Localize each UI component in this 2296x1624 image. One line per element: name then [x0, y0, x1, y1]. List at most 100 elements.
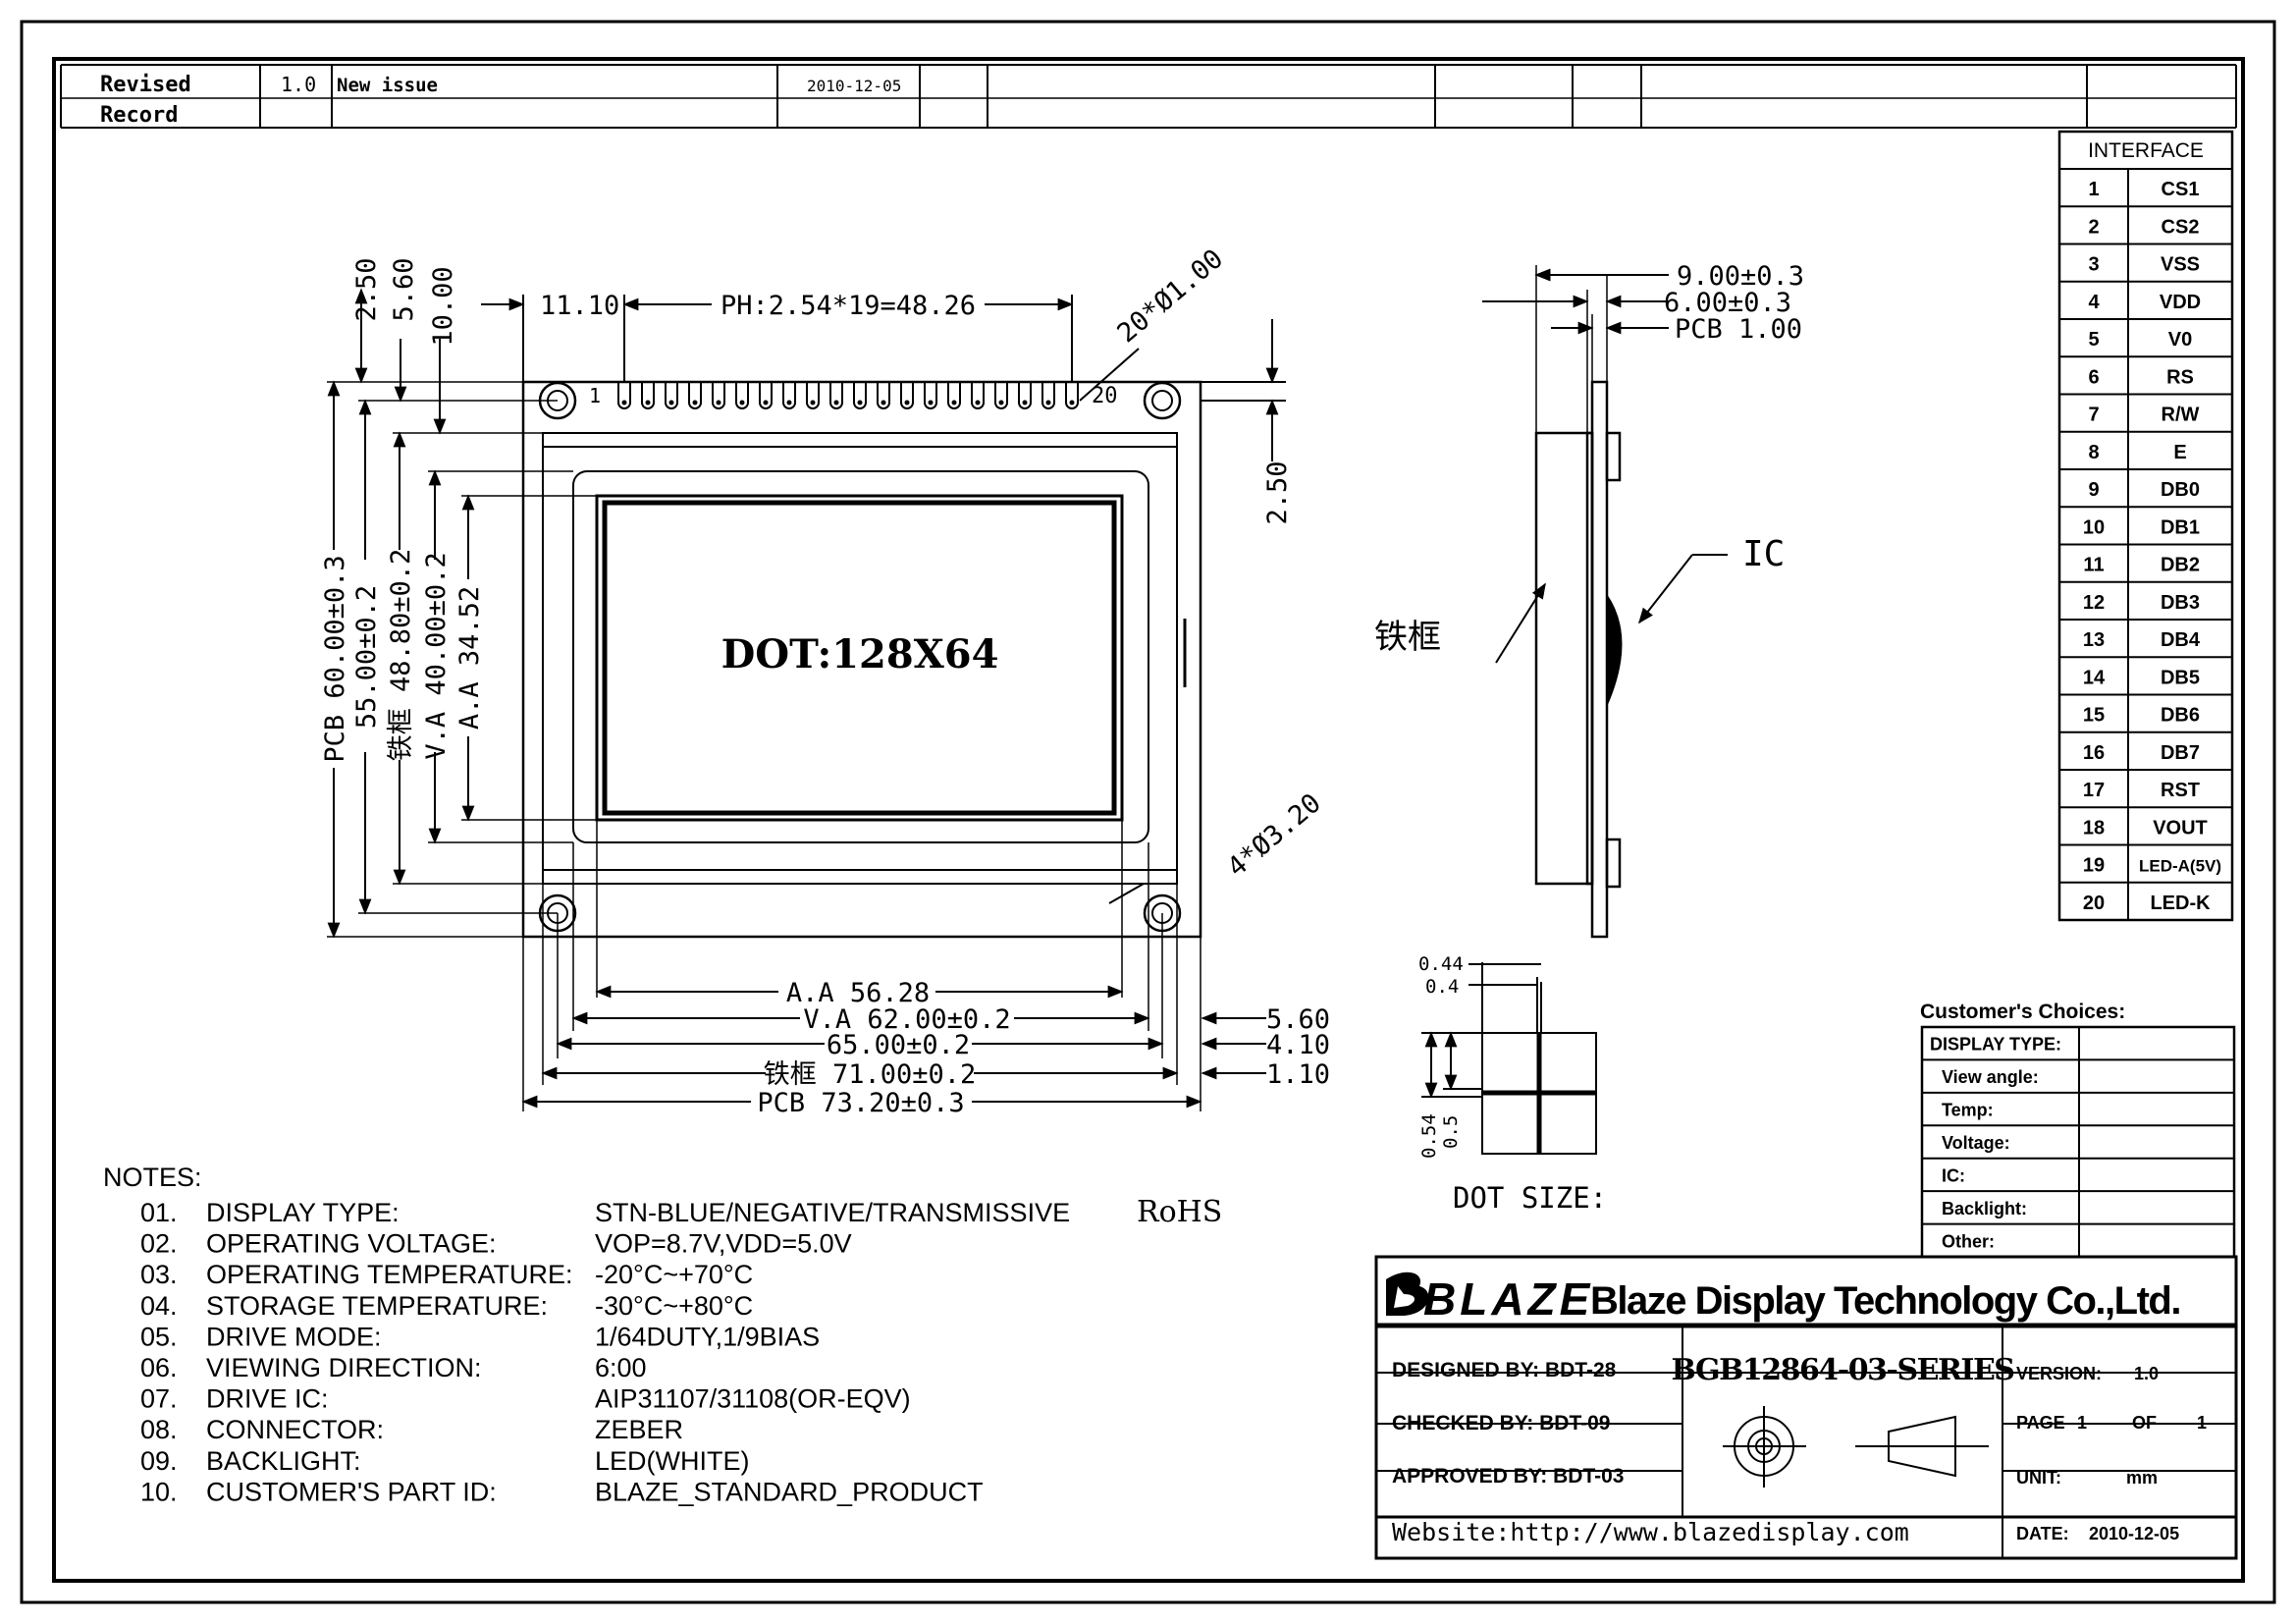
customer-choice-label: DISPLAY TYPE:	[1930, 1035, 2061, 1055]
customer-choice-label: IC:	[1942, 1165, 1965, 1185]
pin-hole	[810, 400, 816, 406]
dim-frame-height: 铁框 48.80±0.2	[386, 549, 416, 762]
front-view: DOT:128X64 1 20	[319, 244, 1330, 1118]
website: Website:http://www.blazedisplay.com	[1392, 1518, 1909, 1546]
interface-pin-name: DB6	[2161, 705, 2200, 727]
pcb-outline	[521, 380, 1202, 939]
pin-first-label: 1	[589, 384, 601, 407]
connector-pin	[1018, 382, 1032, 409]
note-number: 09.	[140, 1446, 178, 1476]
pin-hole	[951, 400, 957, 406]
pin-hole	[668, 400, 674, 406]
customer-choices-title: Customer's Choices:	[1920, 1001, 2125, 1023]
pin-hole	[1045, 400, 1051, 406]
connector-pin	[641, 382, 655, 409]
connector-pin	[782, 382, 796, 409]
interface-pin-name: DB5	[2161, 667, 2200, 688]
pin-hole	[645, 400, 651, 406]
interface-pin-name: DB0	[2161, 479, 2200, 501]
dim-pcb-width: PCB 73.20±0.3	[757, 1088, 964, 1118]
version-value: 1.0	[2134, 1364, 2159, 1383]
note-value: LED(WHITE)	[595, 1446, 750, 1476]
interface-pin-no: 19	[2083, 855, 2105, 877]
dim-va-height: V.A 40.00±0.2	[421, 552, 452, 759]
revision-date: 2010-12-05	[807, 77, 901, 95]
note-label: DISPLAY TYPE:	[206, 1198, 400, 1227]
note-number: 01.	[140, 1198, 178, 1227]
pin-hole	[786, 400, 792, 406]
dim-55-height: 55.00±0.2	[351, 585, 382, 729]
note-value: -20°C~+70°C	[595, 1260, 753, 1289]
unit-label: UNIT:	[2016, 1468, 2061, 1488]
dim-va-width: V.A 62.00±0.2	[803, 1004, 1010, 1035]
interface-pin-no: 6	[2088, 366, 2099, 388]
interface-pin-no: 9	[2088, 479, 2099, 501]
interface-pin-name: E	[2173, 442, 2186, 463]
part-number: BGB12864-03-SERIES	[1672, 1353, 2014, 1387]
pin-hole	[881, 400, 886, 406]
dot-w1: 0.44	[1418, 953, 1464, 975]
title-block: BLAZE Blaze Display Technology Co.,Ltd. …	[1374, 1255, 2238, 1560]
interface-pin-no: 2	[2088, 216, 2099, 238]
note-extra: RoHS	[1137, 1195, 1222, 1229]
pin-hole	[1069, 400, 1075, 406]
note-number: 06.	[140, 1353, 178, 1382]
connector-pin	[1065, 382, 1079, 409]
pin-hole	[975, 400, 981, 406]
page-value: 1	[2077, 1413, 2087, 1433]
customer-choice-label: Voltage:	[1942, 1133, 2010, 1153]
designed-by: DESIGNED BY: BDT-28	[1392, 1359, 1617, 1381]
connector-pin	[900, 382, 914, 409]
dim-top-10-00: 10.00	[428, 266, 458, 346]
pin-hole	[739, 400, 745, 406]
note-label: DRIVE MODE:	[206, 1322, 382, 1351]
interface-pin-no: 11	[2083, 555, 2104, 576]
outer-border	[20, 20, 2276, 1604]
interface-pin-name: RS	[2166, 366, 2194, 388]
note-label: CUSTOMER'S PART ID:	[206, 1477, 497, 1506]
dim-right-2-50: 2.50	[1262, 460, 1293, 524]
interface-pin-name: VOUT	[2153, 817, 2208, 839]
customer-choice-label: View angle:	[1942, 1067, 2039, 1087]
dim-top-11-10: 11.10	[540, 291, 619, 321]
active-area	[602, 500, 1117, 816]
pin-hole	[716, 400, 721, 406]
note-value: ZEBER	[595, 1415, 683, 1444]
connector-pin	[759, 382, 773, 409]
pin-hole	[621, 400, 627, 406]
dim-pitch: PH:2.54*19=48.26	[721, 291, 976, 321]
pin-hole	[857, 400, 863, 406]
connector-pin	[688, 382, 702, 409]
interface-pin-no: 4	[2088, 292, 2100, 313]
of-value: 1	[2197, 1413, 2207, 1433]
note-number: 10.	[140, 1477, 178, 1506]
dim-right-4-10: 4.10	[1266, 1030, 1330, 1060]
connector-pin	[617, 382, 631, 409]
note-value: BLAZE_STANDARD_PRODUCT	[595, 1477, 984, 1506]
date-value: 2010-12-05	[2089, 1524, 2179, 1543]
dim-pcb-height: PCB 60.00±0.3	[320, 555, 350, 762]
dim-65-width: 65.00±0.2	[827, 1030, 970, 1060]
dim-aa-width: A.A 56.28	[786, 978, 930, 1008]
notes: NOTES: 01.DISPLAY TYPE:STN-BLUE/NEGATIVE…	[103, 1163, 1222, 1506]
notes-title: NOTES:	[103, 1163, 202, 1192]
note-label: CONNECTOR:	[206, 1415, 384, 1444]
date-label: DATE:	[2016, 1524, 2069, 1543]
version-label: VERSION:	[2016, 1364, 2102, 1383]
note-value: 6:00	[595, 1353, 647, 1382]
dot-size-detail: 0.44 0.4 0.54 0.5 DOT SIZE:	[1418, 953, 1607, 1215]
connector-pins	[617, 382, 1079, 409]
connector-pin	[924, 382, 937, 409]
note-label: STORAGE TEMPERATURE:	[206, 1291, 548, 1321]
connector-pin	[665, 382, 678, 409]
pin-hole	[928, 400, 934, 406]
interface-pin-name: RST	[2161, 780, 2200, 801]
connector-pin	[1041, 382, 1055, 409]
interface-pin-name: DB3	[2161, 592, 2200, 614]
note-number: 07.	[140, 1384, 178, 1414]
approved-by: APPROVED BY: BDT-03	[1392, 1465, 1625, 1488]
note-number: 02.	[140, 1229, 178, 1259]
interface-pin-name: DB1	[2161, 516, 2200, 538]
dot-size-label: DOT SIZE:	[1453, 1181, 1607, 1215]
note-label: VIEWING DIRECTION:	[206, 1353, 482, 1382]
